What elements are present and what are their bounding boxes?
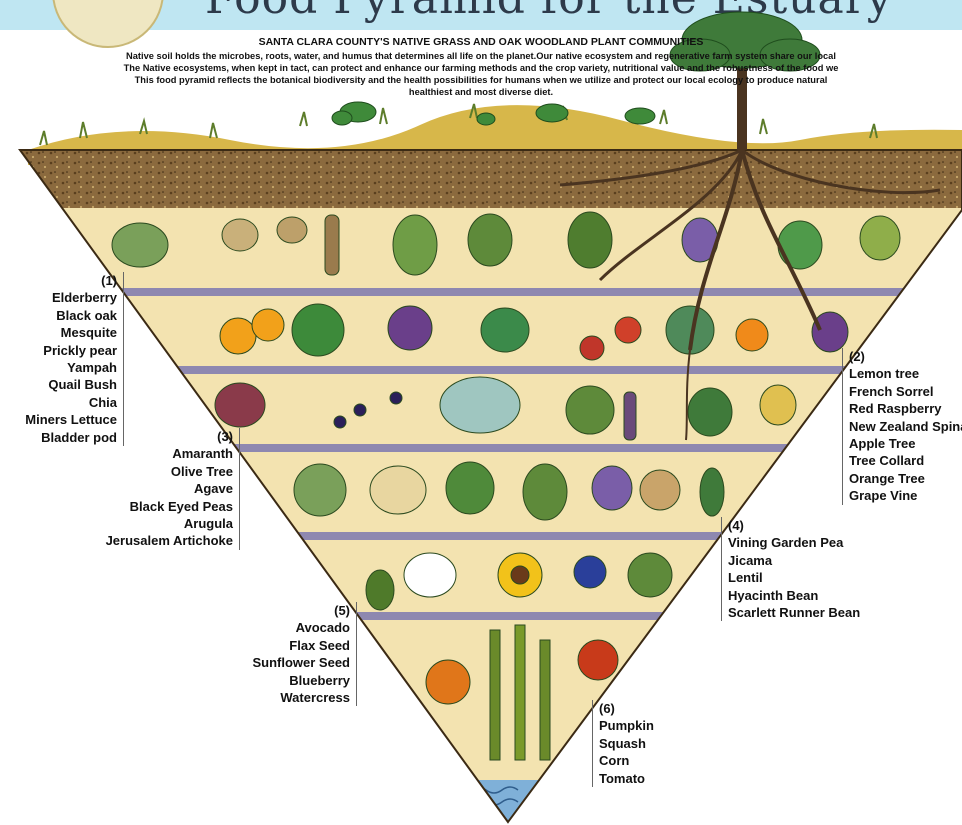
page-title: SANTA CLARA COUNTY'S NATIVE GRASS AND OA… <box>0 36 962 48</box>
plant-label: Flax Seed <box>200 637 350 654</box>
group-number: (5) <box>200 602 350 619</box>
plant-label: Arugula <box>60 515 233 532</box>
plant-label: Prickly pear <box>0 342 117 359</box>
plant-label: Corn <box>599 752 689 769</box>
intro-paragraph: Native soil holds the microbes, roots, w… <box>0 50 962 98</box>
water-layer <box>0 780 962 825</box>
tier-6 <box>0 620 962 780</box>
plant-label: Pumpkin <box>599 717 689 734</box>
label-group-3: (3) Amaranth Olive Tree Agave Black Eyed… <box>60 428 240 550</box>
plant-label: Chia <box>0 394 117 411</box>
plant-label: Lemon tree <box>849 365 962 382</box>
plant-label: Black Eyed Peas <box>60 498 233 515</box>
group-number: (3) <box>60 428 233 445</box>
plant-label: Squash <box>599 735 689 752</box>
plant-label: Sunflower Seed <box>200 654 350 671</box>
label-group-2: (2) Lemon tree French Sorrel Red Raspber… <box>842 348 962 505</box>
plant-label: Watercress <box>200 689 350 706</box>
group-number: (1) <box>0 272 117 289</box>
plant-label: Agave <box>60 480 233 497</box>
label-group-6: (6) Pumpkin Squash Corn Tomato <box>592 700 689 787</box>
plant-label: Black oak <box>0 307 117 324</box>
group-number: (2) <box>849 348 962 365</box>
plant-label: Blueberry <box>200 672 350 689</box>
plant-label: Olive Tree <box>60 463 233 480</box>
header-text: SANTA CLARA COUNTY'S NATIVE GRASS AND OA… <box>0 36 962 98</box>
plant-label: French Sorrel <box>849 383 962 400</box>
plant-label: Quail Bush <box>0 376 117 393</box>
plant-label: Jerusalem Artichoke <box>60 532 233 549</box>
group-number: (6) <box>599 700 689 717</box>
plant-label: Jicama <box>728 552 903 569</box>
plant-label: Apple Tree <box>849 435 962 452</box>
label-group-5: (5) Avocado Flax Seed Sunflower Seed Blu… <box>200 602 357 706</box>
plant-label: Tomato <box>599 770 689 787</box>
label-group-4: (4) Vining Garden Pea Jicama Lentil Hyac… <box>721 517 903 621</box>
label-group-1: (1) Elderberry Black oak Mesquite Prickl… <box>0 272 124 446</box>
plant-label: Elderberry <box>0 289 117 306</box>
plant-label: Yampah <box>0 359 117 376</box>
group-number: (4) <box>728 517 903 534</box>
plant-label: Red Raspberry <box>849 400 962 417</box>
soil-layer <box>0 150 962 208</box>
plant-label: Lentil <box>728 569 903 586</box>
plant-label: Hyacinth Bean <box>728 587 903 604</box>
plant-label: Amaranth <box>60 445 233 462</box>
plant-label: New Zealand Spinach <box>849 418 962 435</box>
plant-label: Avocado <box>200 619 350 636</box>
plant-label: Orange Tree <box>849 470 962 487</box>
plant-label: Vining Garden Pea <box>728 534 903 551</box>
plant-label: Tree Collard <box>849 452 962 469</box>
plant-label: Miners Lettuce <box>0 411 117 428</box>
plant-label: Grape Vine <box>849 487 962 504</box>
plant-label: Mesquite <box>0 324 117 341</box>
plant-label: Scarlett Runner Bean <box>728 604 903 621</box>
